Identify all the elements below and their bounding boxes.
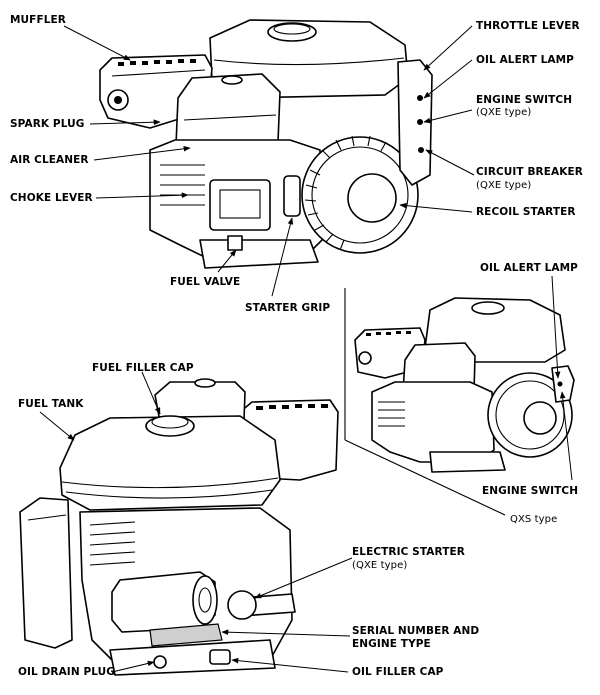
label-fuel-tank: FUEL TANK bbox=[18, 398, 84, 410]
label-starter-grip: STARTER GRIP bbox=[245, 302, 331, 314]
label-throttle-lever: THROTTLE LEVER bbox=[476, 20, 580, 32]
label-electric-starter: ELECTRIC STARTER bbox=[352, 546, 465, 558]
leader-lines bbox=[39, 25, 573, 673]
label-oil-alert-lamp: OIL ALERT LAMP bbox=[476, 54, 574, 66]
label-fuel-filler-cap: FUEL FILLER CAP bbox=[92, 362, 194, 374]
label-circuit-breaker-type: (QXE type) bbox=[476, 180, 532, 191]
label-oil-filler-cap: OIL FILLER CAP bbox=[352, 666, 444, 678]
label-engine-switch-qxs: ENGINE SWITCH bbox=[482, 485, 579, 497]
top-engine-illustration bbox=[99, 19, 433, 269]
label-choke-lever: CHOKE LEVER bbox=[10, 192, 93, 204]
label-qxs-type: QXS type bbox=[510, 514, 558, 525]
label-oil-alert-lamp-qxs: OIL ALERT LAMP bbox=[480, 262, 578, 274]
label-circuit-breaker: CIRCUIT BREAKER bbox=[476, 166, 583, 178]
label-engine-switch-type: (QXE type) bbox=[476, 107, 532, 118]
label-muffler: MUFFLER bbox=[10, 14, 66, 26]
label-serial-number: SERIAL NUMBER AND bbox=[352, 625, 480, 637]
qxs-engine-illustration bbox=[344, 288, 575, 516]
label-fuel-valve: FUEL VALVE bbox=[170, 276, 241, 288]
label-spark-plug: SPARK PLUG bbox=[10, 118, 85, 130]
label-electric-starter-type: (QXE type) bbox=[352, 560, 408, 571]
label-engine-switch: ENGINE SWITCH bbox=[476, 94, 573, 106]
label-engine-type: ENGINE TYPE bbox=[352, 638, 431, 650]
label-recoil-starter: RECOIL STARTER bbox=[476, 206, 576, 218]
bottom-engine-illustration bbox=[19, 378, 339, 676]
label-oil-drain-plug: OIL DRAIN PLUG bbox=[18, 666, 116, 678]
label-air-cleaner: AIR CLEANER bbox=[10, 154, 89, 166]
